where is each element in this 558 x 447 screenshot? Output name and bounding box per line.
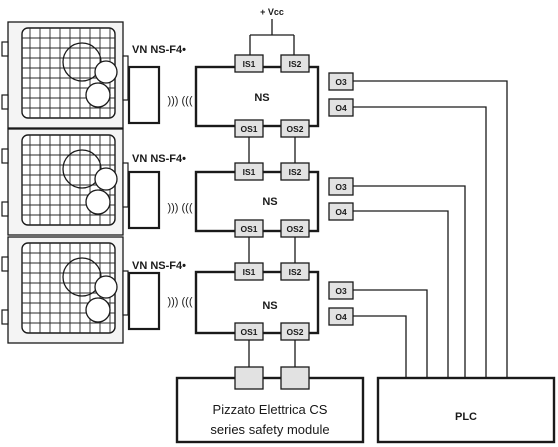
sensor-3 — [127, 271, 161, 331]
terminal-is2-3 — [280, 262, 310, 281]
actuator-1: VN NS-F4• — [1, 21, 186, 129]
safety-unit-1: VN NS-F4• ))) ((( NS IS1 IS2 OS1 OS2 O3 … — [1, 21, 354, 138]
rfid-signal-icon: ))) ((( — [167, 296, 192, 308]
plc-signal-lines — [353, 80, 508, 378]
plc-label: PLC — [455, 411, 477, 423]
rfid-signal-icon: ))) ((( — [167, 95, 192, 107]
terminal-o4-3-label: O4 — [335, 312, 347, 322]
actuator-2: VN NS-F4• — [1, 128, 186, 236]
terminal-is1-2-label: IS1 — [243, 167, 256, 177]
actuator-3: VN NS-F4• — [1, 236, 186, 344]
terminal-os2-2-label: OS2 — [286, 224, 303, 234]
safety-unit-3: VN NS-F4• ))) ((( NS IS1 IS2 OS1 OS2 O3 … — [1, 236, 354, 344]
terminal-is1-3 — [234, 262, 264, 281]
terminal-is1-3-label: IS1 — [243, 267, 256, 277]
terminal-os1-1-label: OS1 — [240, 124, 257, 134]
safety-module-input-1 — [234, 366, 264, 390]
safety-module-subtitle: series safety module — [210, 422, 329, 437]
terminal-o3-1-label: O3 — [335, 77, 347, 87]
terminal-is1-2 — [234, 162, 264, 181]
safety-module-title: Pizzato Elettrica CS — [213, 402, 328, 417]
terminal-o4-1-label: O4 — [335, 103, 347, 113]
vcc-supply: + Vcc — [249, 7, 295, 55]
plc: PLC — [376, 376, 556, 444]
rfid-signal-icon: ))) ((( — [167, 202, 192, 214]
terminal-is2-3-label: IS2 — [289, 267, 302, 277]
vcc-label: + Vcc — [260, 7, 284, 17]
terminal-os2-1-label: OS2 — [286, 124, 303, 134]
safety-module: Pizzato Elettrica CS series safety modul… — [175, 366, 365, 444]
safety-unit-2: VN NS-F4• ))) ((( NS IS1 IS2 OS1 OS2 O3 … — [1, 128, 354, 238]
terminal-is2-1-label: IS2 — [289, 59, 302, 69]
terminal-is2-2-label: IS2 — [289, 167, 302, 177]
terminal-is1-1-label: IS1 — [243, 59, 256, 69]
safety-module-input-2 — [280, 366, 310, 390]
terminal-o4-2-label: O4 — [335, 207, 347, 217]
terminal-is1-1 — [234, 54, 264, 73]
terminal-is2-2 — [280, 162, 310, 181]
sensor-label-3: VN NS-F4• — [132, 260, 186, 272]
ns-label-2: NS — [262, 196, 277, 208]
terminal-os1-3-label: OS1 — [240, 327, 257, 337]
ns-label-1: NS — [254, 92, 269, 104]
sensor-1 — [127, 65, 161, 125]
terminal-is2-1 — [280, 54, 310, 73]
terminal-o3-3-label: O3 — [335, 286, 347, 296]
sensor-2 — [127, 170, 161, 230]
sensor-label-2: VN NS-F4• — [132, 153, 186, 165]
terminal-os1-2-label: OS1 — [240, 224, 257, 234]
ns-label-3: NS — [262, 300, 277, 312]
terminal-o3-2-label: O3 — [335, 182, 347, 192]
sensor-label-1: VN NS-F4• — [132, 44, 186, 56]
terminal-os2-3-label: OS2 — [286, 327, 303, 337]
